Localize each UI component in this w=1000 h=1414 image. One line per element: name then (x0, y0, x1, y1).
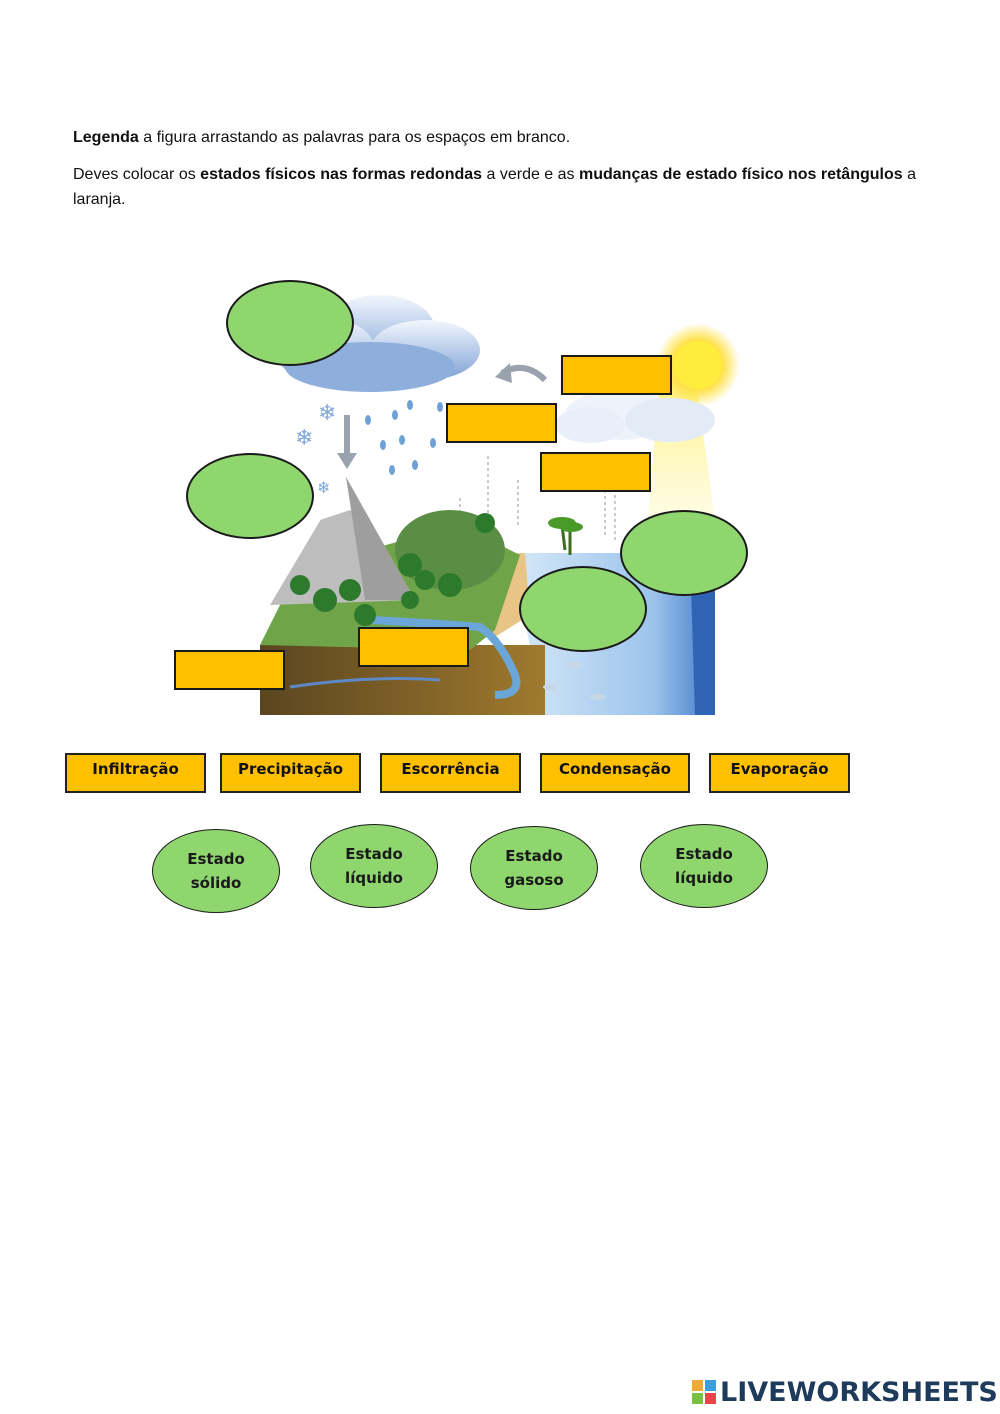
instruction-text: a figura arrastando as palavras para os … (138, 129, 571, 146)
drop-zone-rect-evaporation[interactable] (540, 452, 651, 492)
state-label-line1: Estado (675, 845, 733, 863)
instruction-line-2: Deves colocar os estados físicos nas for… (73, 162, 933, 212)
drop-zone-ellipse-ocean[interactable] (519, 566, 647, 652)
state-liquido[interactable]: Estado líquido (310, 824, 438, 908)
evaporation-cloud (555, 390, 715, 443)
word-escorrencia[interactable]: Escorrência (380, 753, 521, 793)
liveworksheets-logo: LIVEWORKSHEETS (692, 1376, 998, 1408)
state-label-line1: Estado (505, 847, 563, 865)
state-label-line2: gasoso (504, 871, 564, 889)
instruction-bold-legenda: Legenda (73, 129, 139, 146)
brand-name: LIVEWORKSHEETS (720, 1376, 998, 1408)
instruction-text: a verde e as (482, 166, 579, 183)
svg-text:❄: ❄ (295, 426, 313, 451)
word-precipitacao[interactable]: Precipitação (220, 753, 361, 793)
svg-text:❄: ❄ (317, 478, 330, 497)
state-liquido-2[interactable]: Estado líquido (640, 824, 768, 908)
drop-zone-rect-runoff[interactable] (358, 627, 469, 667)
state-label-line1: Estado (187, 850, 245, 868)
instruction-line-1: Legenda a figura arrastando as palavras … (73, 125, 933, 150)
drop-zone-ellipse-cloud[interactable] (226, 280, 354, 366)
drop-zone-ellipse-right[interactable] (620, 510, 748, 596)
state-label-line2: sólido (190, 874, 242, 892)
word-evaporacao[interactable]: Evaporação (709, 753, 850, 793)
state-label-line2: líquido (345, 869, 403, 887)
instruction-bold: mudanças de estado físico nos retângulos (579, 166, 903, 183)
snowflake-icon: ❄ ❄ ❄ (295, 401, 336, 497)
drop-zone-ellipse-mountain[interactable] (186, 453, 314, 539)
svg-text:❄: ❄ (318, 401, 336, 426)
state-label-line1: Estado (345, 845, 403, 863)
state-label-line2: líquido (675, 869, 733, 887)
drop-zone-rect-upper[interactable] (446, 403, 557, 443)
state-gasoso[interactable]: Estado gasoso (470, 826, 598, 910)
drop-zone-rect-infiltration[interactable] (174, 650, 285, 690)
instruction-bold: estados físicos nas formas redondas (200, 166, 483, 183)
word-infiltracao[interactable]: Infiltração (65, 753, 206, 793)
state-solido[interactable]: Estado sólido (152, 829, 280, 913)
drop-zone-rect-condensation[interactable] (561, 355, 672, 395)
raindrops (365, 400, 443, 475)
trees (290, 513, 495, 626)
instruction-text: a laranja. (73, 166, 916, 208)
instruction-text: Deves colocar os (73, 166, 201, 183)
word-condensacao[interactable]: Condensação (540, 753, 690, 793)
liveworksheets-logo-icon (692, 1380, 716, 1404)
